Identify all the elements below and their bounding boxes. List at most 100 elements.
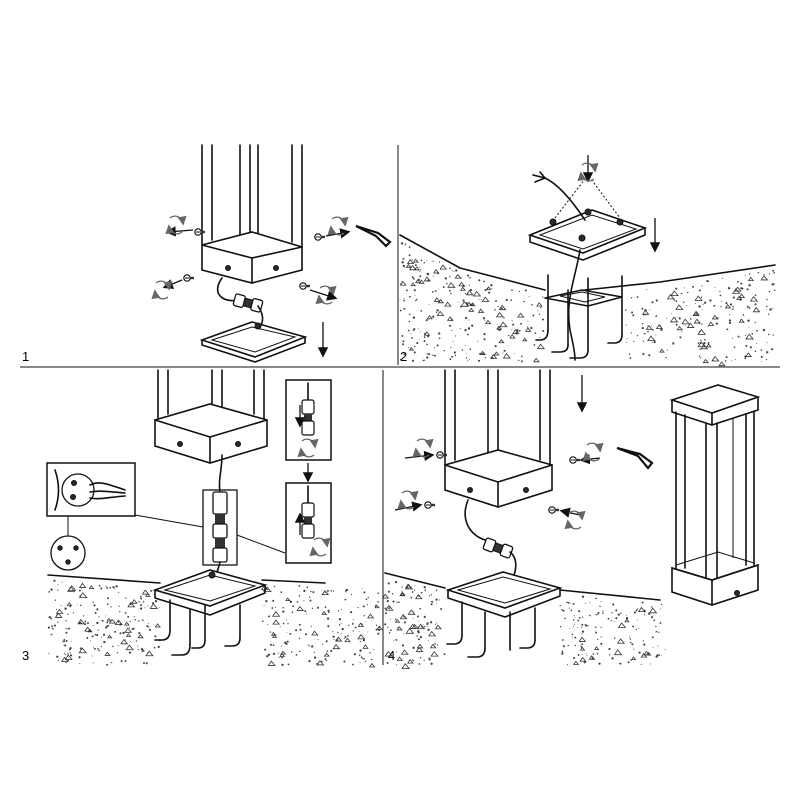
ground-speckle bbox=[363, 615, 365, 617]
ground-speckle bbox=[459, 328, 461, 330]
ground-speckle bbox=[412, 646, 415, 649]
ground-speckle bbox=[571, 636, 573, 638]
ground-speckle bbox=[344, 637, 351, 643]
ground-speckle bbox=[771, 283, 774, 286]
ground-speckle bbox=[367, 613, 375, 619]
ground-speckle bbox=[305, 633, 308, 636]
ground-speckle bbox=[703, 341, 706, 345]
ground-speckle bbox=[631, 311, 634, 314]
ground-speckle bbox=[389, 618, 391, 620]
ground-speckle bbox=[525, 327, 532, 332]
ground-speckle bbox=[594, 626, 597, 628]
ground-speckle bbox=[719, 290, 721, 293]
ground-speckle bbox=[468, 307, 475, 312]
ground-speckle bbox=[702, 358, 709, 364]
ground-speckle bbox=[728, 319, 732, 322]
ground-speckle bbox=[672, 342, 675, 345]
ground-speckle bbox=[145, 650, 154, 657]
ground-speckle bbox=[57, 659, 60, 662]
ground-speckle bbox=[63, 652, 65, 654]
ground-speckle bbox=[100, 636, 103, 638]
ground-speckle bbox=[295, 629, 298, 632]
ground-speckle bbox=[447, 282, 456, 288]
ground-speckle bbox=[112, 645, 114, 648]
ground-speckle bbox=[684, 324, 686, 326]
ground-speckle bbox=[430, 651, 439, 657]
ground-speckle bbox=[686, 305, 687, 307]
ground-speckle bbox=[158, 606, 160, 608]
ground-speckle bbox=[697, 342, 700, 344]
ground-speckle bbox=[436, 310, 445, 316]
ground-speckle bbox=[269, 643, 273, 646]
ground-speckle bbox=[414, 300, 417, 302]
ground-speckle bbox=[540, 306, 542, 309]
ground-speckle bbox=[131, 599, 138, 604]
ground-speckle bbox=[338, 624, 341, 626]
ground-speckle bbox=[449, 358, 452, 361]
ground-speckle bbox=[724, 360, 727, 362]
ground-speckle bbox=[757, 271, 760, 274]
ground-speckle bbox=[694, 295, 703, 301]
ground-speckle bbox=[352, 663, 354, 666]
ground-surface bbox=[381, 572, 666, 669]
ground-speckle bbox=[408, 246, 411, 248]
ground-speckle bbox=[154, 600, 158, 603]
ground-speckle bbox=[641, 326, 644, 330]
ground-speckle bbox=[69, 654, 73, 657]
ground-speckle bbox=[295, 654, 298, 656]
ground-speckle bbox=[317, 634, 319, 636]
ground-speckle bbox=[695, 303, 697, 305]
ground-speckle bbox=[374, 604, 377, 607]
ground-speckle bbox=[572, 618, 575, 621]
ground-speckle bbox=[651, 616, 654, 619]
ground-speckle bbox=[370, 619, 372, 621]
ground-speckle bbox=[408, 265, 417, 271]
ground-speckle bbox=[400, 649, 409, 655]
ground-speckle bbox=[421, 625, 424, 628]
ground-speckle bbox=[499, 321, 508, 328]
ground-speckle bbox=[332, 631, 334, 633]
ground-speckle bbox=[480, 298, 482, 300]
ground-speckle bbox=[538, 313, 541, 315]
base-plate bbox=[445, 571, 563, 658]
ground-speckle bbox=[428, 353, 431, 356]
ground-speckle bbox=[471, 324, 474, 327]
ground-speckle bbox=[123, 621, 130, 626]
ground-speckle bbox=[472, 290, 482, 297]
ground-speckle bbox=[394, 619, 401, 623]
ground-speckle bbox=[537, 310, 539, 312]
connector-icon bbox=[212, 491, 228, 563]
ground-speckle bbox=[427, 628, 430, 631]
ground-speckle bbox=[337, 631, 339, 634]
ground-speckle bbox=[726, 328, 729, 331]
screw-icon bbox=[183, 274, 195, 282]
ground-speckle bbox=[426, 353, 429, 355]
ground-speckle bbox=[574, 636, 577, 639]
ground-speckle bbox=[617, 613, 620, 616]
ground-speckle bbox=[438, 599, 440, 601]
ground-speckle bbox=[655, 324, 664, 329]
ground-speckle bbox=[307, 644, 309, 646]
ground-speckle bbox=[419, 331, 421, 333]
ground-speckle bbox=[491, 287, 493, 289]
ground-speckle bbox=[503, 317, 505, 319]
ground-speckle bbox=[344, 635, 347, 638]
ground-speckle bbox=[311, 645, 314, 648]
ground-speckle bbox=[748, 273, 751, 275]
ground-speckle bbox=[434, 643, 436, 645]
ground-speckle bbox=[281, 656, 284, 659]
ground-speckle bbox=[719, 294, 722, 297]
ground-speckle bbox=[134, 618, 137, 621]
ground-speckle bbox=[468, 359, 470, 360]
ground-speckle bbox=[61, 581, 63, 583]
ground-speckle bbox=[262, 620, 264, 622]
ground-speckle bbox=[754, 350, 757, 353]
ground-speckle bbox=[636, 335, 639, 337]
ground-speckle bbox=[434, 290, 437, 292]
ground-speckle bbox=[423, 626, 426, 628]
ground-speckle bbox=[760, 349, 763, 351]
ground-speckle bbox=[641, 323, 644, 325]
ground-speckle bbox=[647, 335, 656, 342]
ground-speckle bbox=[267, 660, 276, 666]
ground-speckle bbox=[658, 631, 660, 633]
